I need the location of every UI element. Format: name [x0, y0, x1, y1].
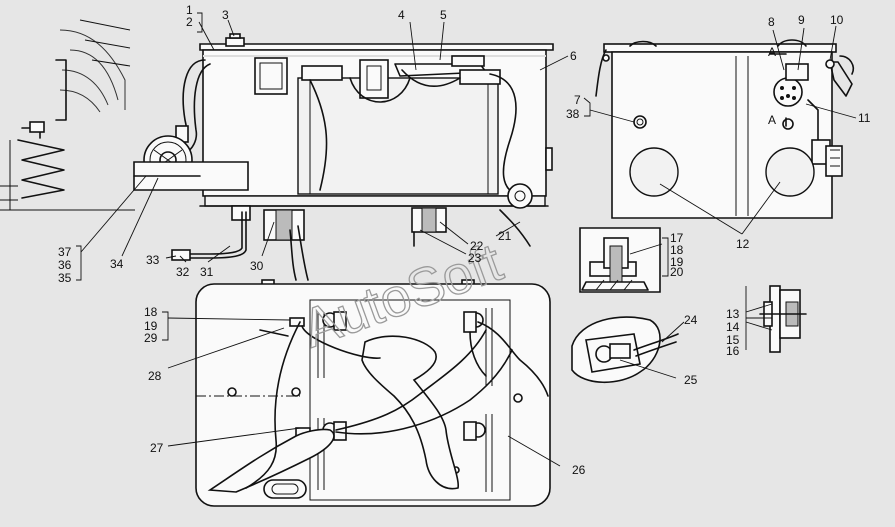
- callout-18-right: 18: [670, 243, 684, 257]
- callout-21: 21: [498, 229, 512, 243]
- callout-27: 27: [150, 441, 164, 455]
- callout-19-left: 19: [144, 319, 158, 333]
- callout-20: 20: [670, 265, 684, 279]
- callout-13: 13: [726, 307, 740, 321]
- callout-33: 33: [146, 253, 160, 267]
- callout-2: 2: [186, 15, 193, 29]
- callout-17: 17: [670, 231, 684, 245]
- battery-box-end-view: [595, 39, 855, 219]
- frame-side-detail: [0, 0, 135, 230]
- callout-12: 12: [736, 237, 750, 251]
- callout-31: 31: [200, 265, 214, 279]
- callout-11: 11: [858, 111, 871, 125]
- callout-6: 6: [570, 49, 577, 63]
- callout-15: 15: [726, 333, 740, 347]
- callout-5: 5: [440, 8, 447, 22]
- callout-9: 9: [798, 13, 805, 27]
- callout-7: 7: [574, 93, 581, 107]
- callout-26: 26: [572, 463, 586, 477]
- callout-4: 4: [398, 8, 405, 22]
- bottom-mounts: [231, 205, 447, 241]
- battery-box-plan-view: [195, 279, 551, 507]
- callout-35: 35: [58, 271, 72, 285]
- detail-bolt-13-16: [759, 285, 807, 353]
- callout-23: 23: [468, 251, 482, 265]
- callout-8: 8: [768, 15, 775, 29]
- callout-14: 14: [726, 320, 740, 334]
- callout-22: 22: [470, 239, 484, 253]
- section-label-a-arrow: А: [768, 113, 776, 127]
- callout-10: 10: [830, 13, 844, 27]
- callout-32: 32: [176, 265, 190, 279]
- callout-37: 37: [58, 245, 72, 259]
- callout-3: 3: [222, 8, 229, 22]
- callout-36: 36: [58, 258, 72, 272]
- section-label-a-top: А: [768, 45, 776, 59]
- callout-16: 16: [726, 344, 740, 358]
- callout-25: 25: [684, 373, 698, 387]
- detail-mount-17-20: [579, 227, 661, 293]
- callout-24: 24: [684, 313, 698, 327]
- callout-28: 28: [148, 369, 162, 383]
- battery-box-side-view: [133, 33, 554, 281]
- callout-19-right: 19: [670, 255, 684, 269]
- leader-lines: [76, 12, 857, 467]
- callout-30: 30: [250, 259, 264, 273]
- callout-34: 34: [110, 257, 124, 271]
- callout-29: 29: [144, 331, 158, 345]
- callout-18-left: 18: [144, 305, 158, 319]
- callout-1: 1: [186, 3, 193, 17]
- detail-terminal-24-25: [571, 316, 679, 383]
- callout-38: 38: [566, 107, 580, 121]
- plan-terminals: [227, 311, 523, 474]
- callout-labels: 1 2 3 4 5 6 7 38 8 9 10 11 12 13 14 15 1…: [58, 3, 871, 477]
